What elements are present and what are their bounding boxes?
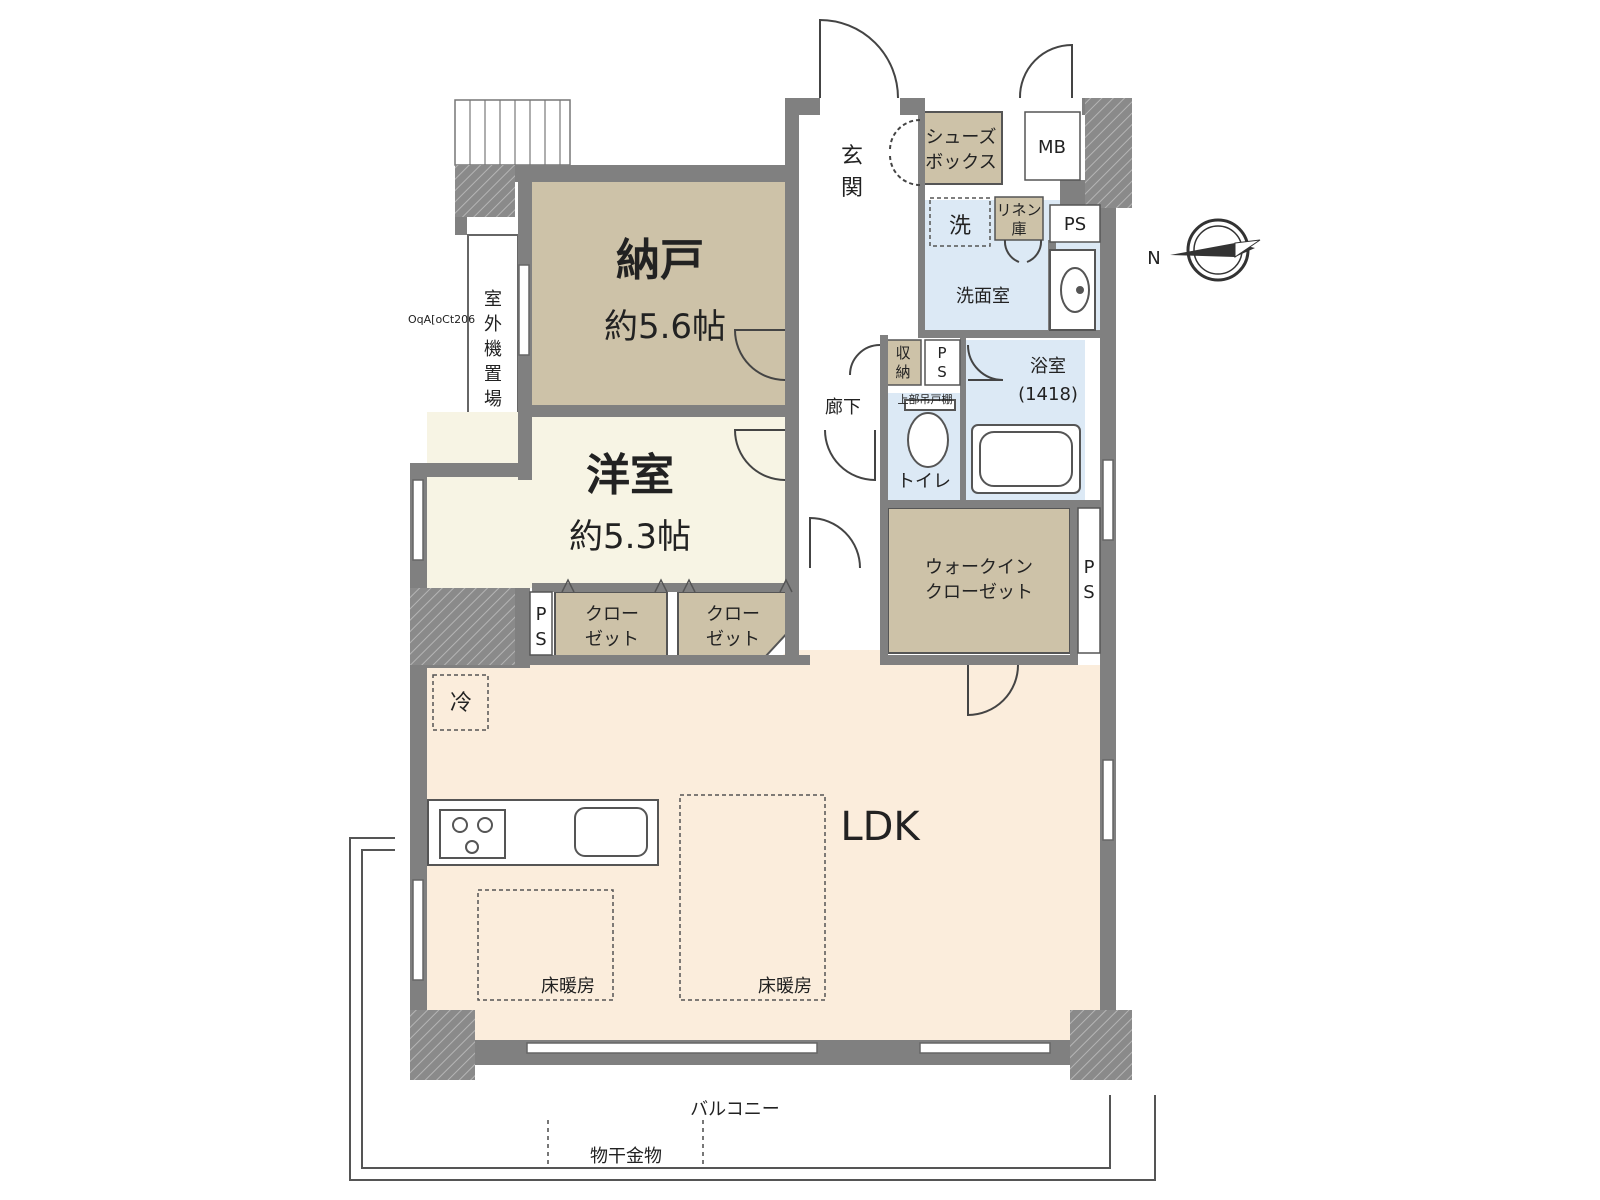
outdoor-unit-label: 室 外 機 置 場 bbox=[484, 289, 502, 410]
western-room-label: 洋室 bbox=[586, 450, 674, 501]
walk-in-fill bbox=[887, 507, 1071, 654]
doors bbox=[733, 18, 1073, 717]
ps-box-mid bbox=[924, 339, 961, 386]
toilet-shelf-label: 上部吊戸棚 bbox=[898, 392, 953, 406]
washroom-label: 洗面室 bbox=[956, 286, 1010, 307]
shoe-box-fill bbox=[919, 111, 1003, 185]
shuno-label-1: 収 bbox=[895, 344, 910, 362]
linen-label-1: リネン bbox=[996, 201, 1041, 219]
mb-label: MB bbox=[1038, 137, 1066, 158]
ldk-fill bbox=[427, 572, 1100, 1040]
fixtures bbox=[427, 249, 1096, 1001]
mb-box bbox=[1024, 111, 1081, 181]
outdoor-char-2: 機 bbox=[484, 339, 502, 360]
outdoor-char-0: 室 bbox=[484, 289, 502, 310]
closet2-label-2: ゼット bbox=[706, 629, 760, 650]
entrance-label-1: 玄 bbox=[841, 144, 863, 169]
ps-box-left bbox=[529, 591, 553, 656]
hallway-label: 廊下 bbox=[825, 397, 861, 418]
closet2-label-1: クロー bbox=[706, 604, 760, 625]
western-room-size: 約5.3帖 bbox=[569, 517, 691, 557]
shoe-box-label-2: ボックス bbox=[925, 152, 996, 173]
ps-left-label-p: P bbox=[536, 604, 547, 625]
balcony-label: バルコニー bbox=[690, 1099, 780, 1120]
compass-icon bbox=[1170, 218, 1261, 282]
fridge-label: 冷 bbox=[450, 691, 472, 716]
balcony bbox=[349, 837, 1156, 1181]
structural-columns bbox=[410, 98, 1132, 1080]
storage-room-fill bbox=[532, 180, 797, 412]
outdoor-char-4: 場 bbox=[484, 389, 502, 410]
laundry-label: 洗 bbox=[949, 214, 971, 239]
ps-top-label: PS bbox=[1064, 214, 1086, 235]
ps-mid-label-s: S bbox=[937, 363, 947, 381]
drying-label: 物干金物 bbox=[590, 1146, 662, 1167]
shoe-box-label-1: シューズ bbox=[925, 127, 996, 148]
compass-label: N bbox=[1147, 248, 1160, 269]
closet1-label-2: ゼット bbox=[585, 629, 639, 650]
walk-in-label-2: クローゼット bbox=[925, 582, 1033, 603]
toilet-label: トイレ bbox=[897, 471, 951, 492]
shuno-label-2: 納 bbox=[895, 363, 910, 381]
windows bbox=[412, 264, 1114, 1054]
outdoor-char-3: 置 bbox=[484, 364, 502, 385]
laundry-space bbox=[929, 197, 991, 247]
ps-right-label-p: P bbox=[1084, 557, 1095, 578]
bathroom-size: (1418) bbox=[1018, 384, 1078, 405]
ps-left-label-s: S bbox=[535, 629, 546, 650]
floor-heating-label-1: 床暖房 bbox=[541, 976, 595, 997]
ps-box-right bbox=[1077, 507, 1101, 654]
ps-box-top bbox=[1049, 204, 1101, 243]
floor-heating-label-2: 床暖房 bbox=[758, 976, 812, 997]
ldk-label: LDK bbox=[840, 804, 921, 850]
closet1-label-1: クロー bbox=[585, 604, 639, 625]
linen-label-2: 庫 bbox=[1011, 220, 1026, 238]
linen-fill bbox=[994, 196, 1044, 241]
entrance-label-2: 関 bbox=[841, 176, 863, 201]
ps-mid-label-p: P bbox=[937, 344, 946, 362]
outdoor-char-1: 外 bbox=[484, 314, 502, 335]
walk-in-label-1: ウォークイン bbox=[925, 557, 1033, 578]
storage-room-label: 納戸 bbox=[616, 235, 704, 286]
bathroom-label: 浴室 bbox=[1030, 356, 1066, 377]
storage-room-size: 約5.6帖 bbox=[604, 307, 726, 347]
ps-right-label-s: S bbox=[1083, 582, 1094, 603]
watermark-text: OqA[oCt206 bbox=[408, 313, 475, 326]
